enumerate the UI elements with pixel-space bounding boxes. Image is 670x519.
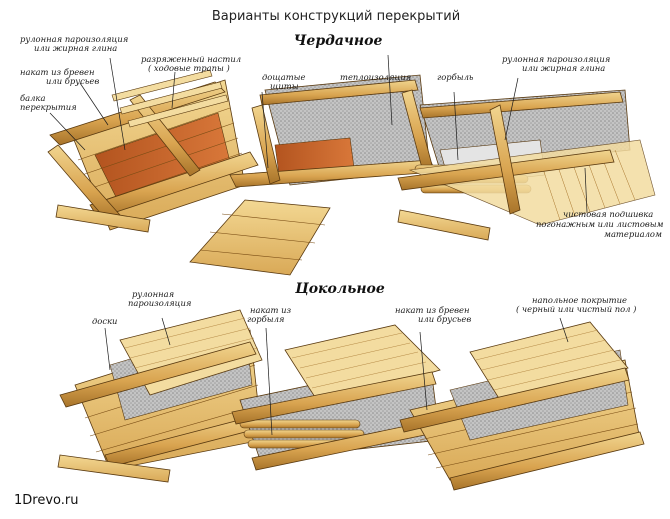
label-a1-deck: разряженный настил ( ходовые трапы ) (141, 54, 244, 73)
basement-variant-2 (231, 324, 450, 471)
label-b3-floor: напольное покрытие ( черный или чистый п… (516, 295, 636, 314)
label-a2-insulation: теплоизоляция (340, 72, 411, 82)
attic-variant-2 (189, 74, 437, 276)
label-a3-gorbyl: горбыль (437, 72, 474, 82)
label-a2-shields: дощатые щиты (262, 72, 308, 91)
label-b1-vapor: рулонная пароизоляция (128, 289, 191, 308)
watermark: 1Drevo.ru (14, 493, 78, 508)
section-basement-title: Цокольное (294, 281, 385, 297)
label-b1-boards: доски (92, 316, 117, 326)
labels-attic: рулонная пароизоляция или жирная глина н… (20, 34, 666, 239)
leader-lines (49, 54, 588, 436)
labels-basement: доски рулонная пароизоляция накат из гор… (92, 289, 636, 326)
label-a1-logs: накат из бревен или брусьев (20, 67, 99, 86)
label-b3-logs: накат из бревен или брусьев (395, 305, 472, 324)
attic-variant-1 (47, 69, 259, 233)
label-b2-gorbyl: накат из горбыля (247, 305, 294, 324)
attic-variant-3 (397, 89, 656, 241)
diagram-title: Варианты конструкций перекрытий (212, 9, 460, 24)
section-attic-title: Чердачное (294, 33, 383, 49)
label-a1-beam: балка перекрытия (20, 93, 77, 112)
basement-variant-1 (57, 309, 277, 483)
basement-variant-3 (399, 321, 645, 491)
label-a3-vapor: рулонная пароизоляция или жирная глина (502, 54, 613, 73)
label-a1-vapor: рулонная пароизоляция или жирная глина (20, 34, 131, 53)
label-a3-ceiling: чистовая подшивка погонажным или листовы… (536, 209, 666, 239)
